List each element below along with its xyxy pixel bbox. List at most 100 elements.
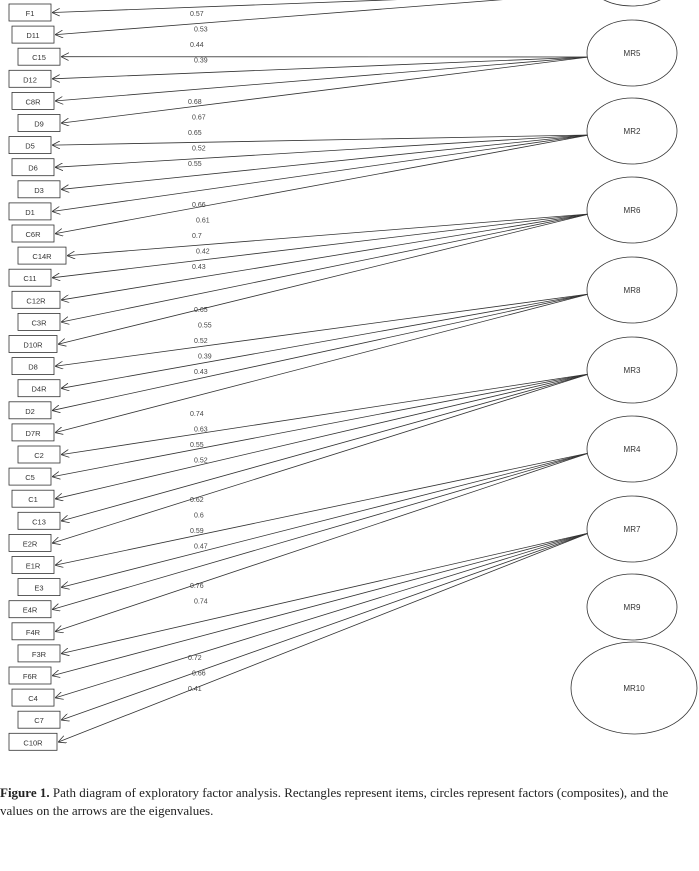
- item-label: C14R: [32, 252, 52, 261]
- item-box: [17, 114, 61, 132]
- loading-value: 0.39: [198, 354, 212, 361]
- item-node: C15: [17, 47, 61, 66]
- item-label: C5: [25, 473, 35, 482]
- item-label: F3R: [32, 650, 47, 659]
- loading-arrow: [62, 532, 590, 653]
- factor-node: MR2: [586, 97, 678, 165]
- loading-value: 0.52: [194, 458, 208, 465]
- loading-arrow: [62, 373, 590, 455]
- loading-value: 0.44: [190, 42, 204, 49]
- item-node: D4R: [17, 379, 61, 398]
- loading-value: 0.57: [190, 11, 204, 18]
- item-label: C8R: [25, 97, 41, 106]
- loading-arrow: [53, 56, 590, 79]
- item-node: D12: [8, 69, 52, 88]
- item-box: [8, 202, 52, 221]
- loading-arrow: [53, 213, 590, 278]
- factor-circle: [586, 256, 678, 324]
- loading-value: 0.59: [190, 528, 204, 535]
- item-box: [17, 379, 61, 398]
- loading-value: 0.41: [188, 686, 202, 693]
- loading-arrow: [62, 134, 590, 189]
- loading-arrow: [56, 532, 590, 698]
- loading-arrow: [53, 134, 590, 145]
- item-box: [11, 489, 55, 508]
- item-node: C5: [8, 467, 52, 486]
- item-box: [11, 688, 55, 707]
- factor-node: MR5: [586, 19, 678, 87]
- item-node: D5: [8, 136, 52, 155]
- item-label: E3: [34, 584, 43, 593]
- factor-circle: [586, 19, 678, 87]
- loading-arrow: [62, 293, 590, 388]
- item-label: D1: [25, 208, 35, 217]
- factor-circle: [586, 176, 678, 244]
- loading-arrow: [53, 134, 590, 211]
- factor-circle: [586, 573, 678, 641]
- item-node: D3: [17, 180, 61, 199]
- loading-value: 0.6: [194, 513, 204, 520]
- item-node: C12R: [11, 290, 61, 309]
- factor-circle: [586, 495, 678, 563]
- item-box: [11, 224, 55, 243]
- loading-arrow: [53, 452, 590, 609]
- loading-value: 0.65: [188, 130, 202, 137]
- item-node: D2: [8, 401, 52, 420]
- item-label: D5: [25, 142, 35, 151]
- factor-node: MR6: [586, 176, 678, 244]
- loading-value: 0.55: [188, 161, 202, 168]
- item-box: [11, 25, 55, 44]
- item-box: [8, 467, 52, 486]
- loading-value: 0.39: [194, 58, 208, 65]
- item-box: [8, 268, 52, 287]
- factor-label: MR10: [623, 684, 645, 693]
- item-box: [8, 600, 52, 619]
- item-label: C10R: [23, 738, 43, 747]
- item-rectangles: F1D11C15D12C8RD9D5D6D3D1C6RC14RC11C12RC3…: [8, 3, 67, 751]
- item-box: [8, 69, 52, 88]
- item-label: D9: [34, 120, 44, 129]
- item-label: C11: [23, 274, 36, 283]
- loading-labels: 0.570.530.440.390.680.670.650.520.550.66…: [188, 11, 212, 693]
- item-label: D10R: [23, 341, 43, 350]
- item-box: [11, 92, 55, 110]
- factor-label: MR9: [624, 603, 641, 612]
- item-label: E2R: [23, 539, 38, 548]
- item-node: D10R: [8, 335, 58, 353]
- factor-label: MR8: [624, 286, 641, 295]
- loading-arrow: [62, 532, 590, 720]
- loading-arrow: [56, 56, 590, 101]
- loading-value: 0.52: [192, 146, 206, 153]
- item-label: C12R: [26, 296, 46, 305]
- item-label: E1R: [26, 562, 41, 571]
- factor-node: MR9: [586, 573, 678, 641]
- item-box: [8, 401, 52, 420]
- loading-value: 0.55: [190, 442, 204, 449]
- item-node: D11: [11, 25, 55, 44]
- factor-node: MR8: [586, 256, 678, 324]
- figure-caption: Figure 1. Path diagram of exploratory fa…: [0, 784, 699, 820]
- item-node: C10R: [8, 732, 58, 751]
- loading-value: 0.52: [194, 338, 208, 345]
- loading-arrow: [53, 0, 398, 13]
- item-box: [17, 710, 61, 729]
- item-label: D7R: [25, 429, 41, 438]
- loading-value: 0.65: [194, 307, 208, 314]
- item-label: D4R: [31, 385, 47, 394]
- loading-value: 0.74: [194, 599, 208, 606]
- item-node: D8: [11, 357, 55, 376]
- item-box: [8, 534, 52, 552]
- item-label: F6R: [23, 672, 38, 681]
- item-node: C14R: [17, 246, 67, 265]
- factor-circle: [586, 336, 678, 404]
- item-box: [17, 312, 61, 331]
- item-node: D1: [8, 202, 52, 221]
- item-node: E4R: [8, 600, 52, 619]
- loading-value: 0.67: [192, 115, 206, 122]
- loading-arrow: [56, 373, 590, 499]
- caption-text: Path diagram of exploratory factor analy…: [0, 785, 669, 818]
- item-label: C7: [34, 716, 44, 725]
- loading-arrow: [62, 452, 590, 587]
- loading-value: 0.74: [190, 411, 204, 418]
- loading-value: 0.76: [190, 583, 204, 590]
